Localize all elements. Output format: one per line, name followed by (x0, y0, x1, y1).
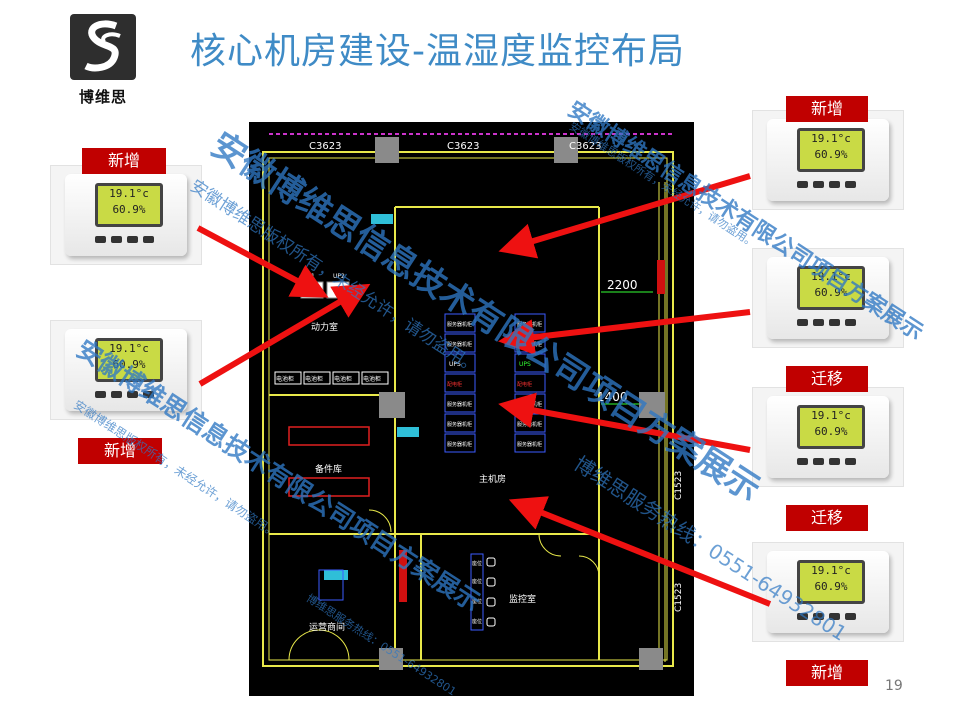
dim-top: C3623 (447, 141, 479, 152)
brand-text: 博维思 (78, 88, 127, 106)
svg-text:座位: 座位 (472, 560, 482, 567)
spare-shelf (288, 426, 370, 446)
rack-column-left: 服务器机柜 服务器机柜 UPS 配电柜 服务器机柜 服务器机柜 服务器机柜 (444, 313, 476, 453)
ac-unit (324, 570, 348, 580)
room-spares: 备件库 (315, 463, 342, 475)
company-logo: 博维思 (66, 14, 140, 106)
spare-shelf (288, 477, 370, 497)
svg-text:配电柜: 配电柜 (447, 381, 462, 388)
dim-right: C1523 (674, 583, 684, 612)
svg-text:座位: 座位 (472, 578, 482, 585)
column (375, 137, 399, 163)
arrow-right-3 (498, 392, 751, 453)
tag-right-2: 迁移 (786, 366, 868, 392)
tag-left-top: 新增 (82, 148, 166, 174)
dim-2200: 2200 (607, 278, 638, 292)
ops-rack (318, 569, 344, 601)
column (554, 137, 578, 163)
svg-text:服务器机柜: 服务器机柜 (447, 441, 472, 448)
logo-mark (70, 14, 136, 80)
ups-label: UP2 (333, 273, 345, 280)
sensor-buttons (797, 173, 865, 188)
svg-text:服务器机柜: 服务器机柜 (517, 441, 542, 448)
column (639, 648, 663, 670)
door-entrance (288, 629, 320, 661)
room-monitor: 监控室 (509, 593, 536, 605)
door-monitor-2 (578, 555, 600, 577)
column (379, 648, 403, 670)
svg-text:服务器机柜: 服务器机柜 (447, 421, 472, 428)
arrow-left-bottom (198, 283, 371, 387)
svg-text:电池柜: 电池柜 (276, 375, 294, 383)
door-monitor (538, 533, 562, 557)
svg-text:座位: 座位 (472, 598, 482, 605)
dim-top: C3623 (569, 141, 601, 152)
outer-wall (262, 151, 674, 667)
svg-text:服务器机柜: 服务器机柜 (447, 341, 472, 348)
arrow-right-4 (508, 496, 772, 607)
arrow-right-1 (498, 173, 751, 259)
tag-right-4: 新增 (786, 660, 868, 686)
ac-unit (371, 214, 393, 224)
sensor-buttons (797, 450, 865, 465)
room-main: 主机房 (479, 473, 506, 485)
sensor-buttons (95, 383, 163, 398)
arrow-left-top (196, 225, 329, 298)
inner-wall (268, 157, 668, 661)
sensor-buttons (95, 228, 163, 243)
svg-text:配电柜: 配电柜 (517, 381, 532, 388)
column (639, 392, 665, 418)
page-number: 19 (885, 678, 903, 694)
room-power: 动力室 (311, 321, 338, 333)
arrow-right-2 (498, 309, 751, 356)
ac-unit (397, 427, 419, 437)
svg-text:电池柜: 电池柜 (305, 375, 323, 383)
red-marker (657, 260, 665, 294)
svg-text:座位: 座位 (472, 618, 482, 625)
door-spares (368, 509, 392, 533)
tag-left-bottom: 新增 (78, 438, 162, 464)
svg-text:电池柜: 电池柜 (363, 375, 381, 383)
battery-cabinets: 电池柜 电池柜 电池柜 电池柜 (274, 371, 389, 385)
svg-text:电池柜: 电池柜 (334, 375, 352, 383)
svg-text:UPS: UPS (449, 361, 461, 368)
svg-text:服务器机柜: 服务器机柜 (447, 401, 472, 408)
sensor-buttons (797, 311, 865, 326)
dim-top: C3623 (309, 141, 341, 152)
dim-right: C1523 (674, 471, 684, 500)
svg-text:UPS: UPS (519, 361, 531, 368)
red-marker (399, 550, 407, 602)
door-entrance-2 (318, 629, 350, 661)
room-ops: 运营商间 (309, 621, 345, 633)
column (379, 392, 405, 418)
dim-1400: 1400 (597, 390, 628, 404)
tag-right-3: 迁移 (786, 505, 868, 531)
svg-text:服务器机柜: 服务器机柜 (447, 321, 472, 328)
monitor-seats: 座位 座位 座位 座位 (470, 553, 496, 631)
sensor-buttons (797, 605, 865, 620)
slide-title: 核心机房建设-温湿度监控布局 (190, 31, 685, 72)
tag-right-1: 新增 (786, 96, 868, 122)
